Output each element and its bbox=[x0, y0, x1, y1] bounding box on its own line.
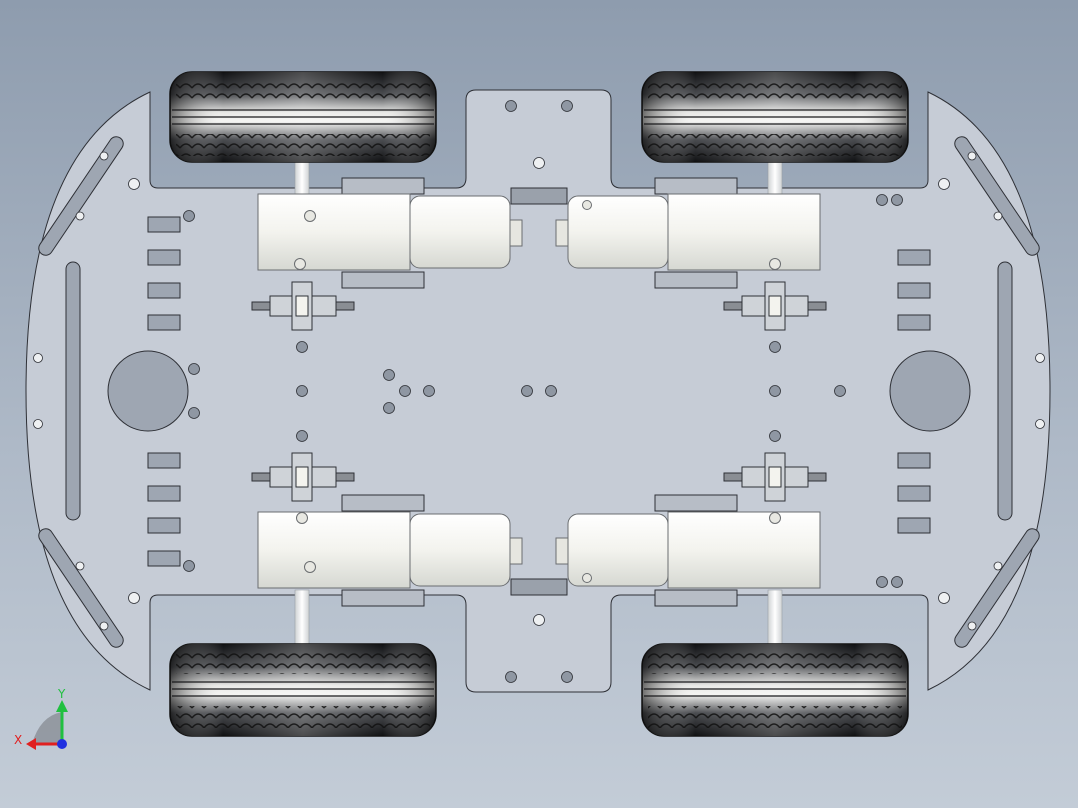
encoder-front-right bbox=[723, 281, 827, 331]
motor-brackets bbox=[341, 177, 738, 607]
encoder-rear-left bbox=[251, 452, 355, 502]
motor-front-left[interactable] bbox=[257, 193, 523, 271]
wheel-rear-left[interactable] bbox=[169, 643, 437, 737]
chassis-slots bbox=[38, 136, 1040, 648]
mount-holes bbox=[183, 100, 903, 683]
right-large-hole[interactable] bbox=[889, 350, 971, 432]
wheel-front-right[interactable] bbox=[641, 71, 909, 163]
edge-holes bbox=[33, 151, 1045, 631]
motor-rear-left[interactable] bbox=[257, 511, 523, 589]
wheel-front-left[interactable] bbox=[169, 71, 437, 163]
rect-cutouts bbox=[147, 216, 931, 567]
motor-rear-right[interactable] bbox=[555, 511, 821, 589]
encoder-rear-right bbox=[723, 452, 827, 502]
left-large-hole[interactable] bbox=[107, 350, 189, 432]
axles bbox=[294, 159, 783, 647]
motor-front-right[interactable] bbox=[555, 193, 821, 271]
rear-mount-tab[interactable] bbox=[510, 578, 568, 596]
front-mount-tab[interactable] bbox=[510, 187, 568, 205]
encoder-front-left bbox=[251, 281, 355, 331]
wheel-rear-right[interactable] bbox=[641, 643, 909, 737]
